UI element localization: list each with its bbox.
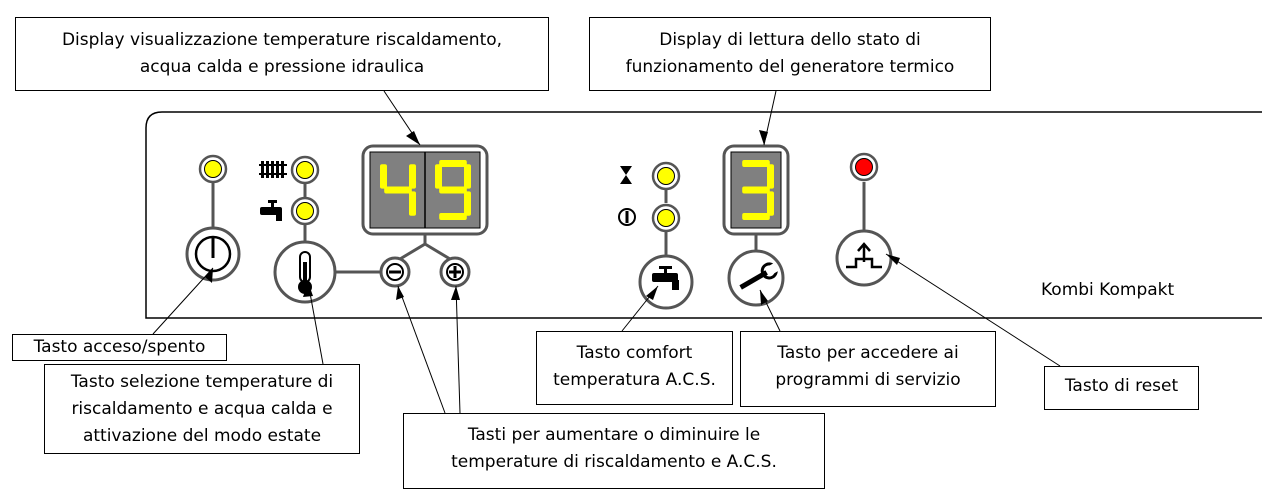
status-display <box>722 144 790 236</box>
temperature-display <box>361 144 489 236</box>
segment-c <box>767 191 774 216</box>
segment-a <box>439 160 467 167</box>
reset-arrow-icon <box>846 242 882 269</box>
temperature-digit <box>380 164 416 216</box>
burner-led <box>657 209 675 227</box>
reset-button[interactable] <box>835 229 893 287</box>
comfort-button[interactable] <box>638 254 694 310</box>
segment-c <box>409 191 416 216</box>
power-led <box>204 160 222 178</box>
segment-d <box>742 213 770 220</box>
wrench-icon <box>739 262 780 290</box>
segment-b <box>464 164 471 189</box>
segment-d <box>439 213 467 220</box>
segment-g <box>439 186 467 194</box>
segment-a <box>742 160 770 167</box>
tap-icon <box>260 200 282 221</box>
temperature-digit <box>435 160 471 220</box>
callout-temperature-display: Display visualizzazione temperature risc… <box>15 17 549 91</box>
callout-power-button: Tasto acceso/spento <box>12 334 227 361</box>
segment-f <box>380 164 387 189</box>
lockout-led <box>855 158 873 176</box>
segment-b <box>409 164 416 189</box>
segment-f <box>435 164 442 189</box>
heating-led <box>296 161 314 179</box>
plus-button[interactable] <box>439 256 471 288</box>
tap-icon <box>652 266 679 290</box>
pointer-arrowheads <box>205 130 900 305</box>
power-button[interactable] <box>185 226 241 282</box>
panel-outline <box>145 111 1262 319</box>
status-digit <box>742 160 774 220</box>
brand-label: Kombi Kompakt <box>1041 280 1175 300</box>
callout-reset: Tasto di reset <box>1044 366 1199 410</box>
radiator-icon <box>259 161 287 178</box>
hourglass-icon <box>620 166 632 184</box>
power-symbol-icon <box>618 208 636 226</box>
segment-b <box>767 164 774 189</box>
hot-water-led <box>296 202 314 220</box>
segment-g <box>742 186 770 194</box>
service-button[interactable] <box>727 249 785 307</box>
minus-button[interactable] <box>379 256 411 288</box>
segment-c <box>464 191 471 216</box>
temperature-select-button[interactable] <box>273 240 337 304</box>
segment-g <box>384 186 412 194</box>
comfort-led <box>657 167 675 185</box>
